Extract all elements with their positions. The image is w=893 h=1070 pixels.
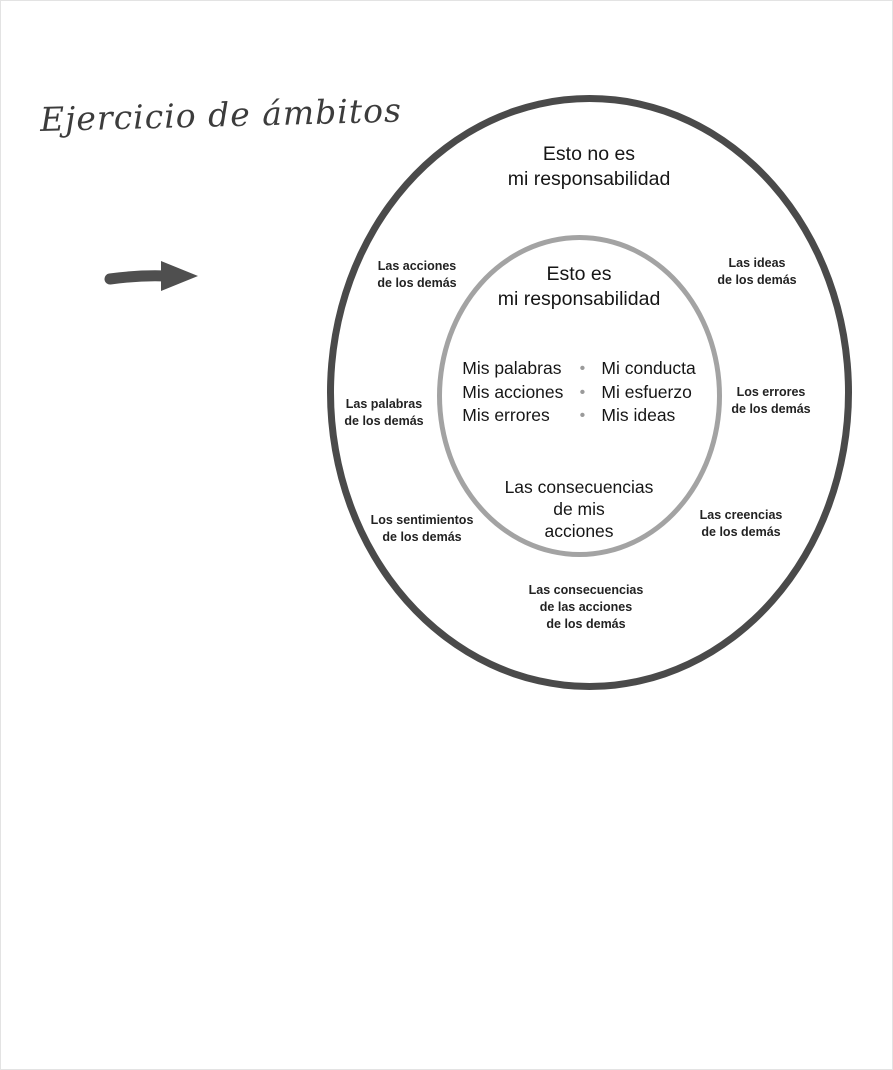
- outer-circle-title: Esto no es mi responsabilidad: [507, 143, 671, 190]
- item-mis-palabras: Mis palabras: [462, 358, 562, 378]
- bullet-icon: •: [579, 407, 586, 424]
- inner-circle-footer: Las consecuencias de mis acciones: [504, 477, 654, 541]
- item-mi-esfuerzo: Mi esfuerzo: [601, 381, 692, 402]
- item-mis-errores: Mis errores: [462, 405, 550, 425]
- label-las-acciones-de-los-demas: Las acciones de los demás: [377, 259, 457, 290]
- item-mis-ideas: Mis ideas: [601, 405, 676, 425]
- item-mis-acciones: Mis acciones: [462, 381, 564, 402]
- bullet-icon: •: [579, 360, 586, 377]
- inner-circle: [437, 235, 722, 557]
- inner-items-list: Mis palabras • Mi conducta Mis acciones …: [462, 357, 696, 428]
- item-mi-conducta: Mi conducta: [601, 358, 696, 378]
- arrow-icon: [104, 252, 204, 300]
- label-las-consecuencias-de-los-demas: Las consecuencias de las acciones de los…: [528, 583, 644, 631]
- label-los-sentimientos-de-los-demas: Los sentimientos de los demás: [370, 513, 474, 544]
- inner-circle-title: Esto es mi responsabilidad: [497, 263, 661, 310]
- bullet-icon: •: [579, 383, 586, 401]
- label-las-ideas-de-los-demas: Las ideas de los demás: [717, 256, 797, 287]
- page-title: Ejercicio de ámbitos: [39, 90, 403, 140]
- label-los-errores-de-los-demas: Los errores de los demás: [731, 385, 811, 416]
- label-las-palabras-de-los-demas: Las palabras de los demás: [344, 397, 424, 428]
- label-las-creencias-de-los-demas: Las creencias de los demás: [699, 508, 783, 539]
